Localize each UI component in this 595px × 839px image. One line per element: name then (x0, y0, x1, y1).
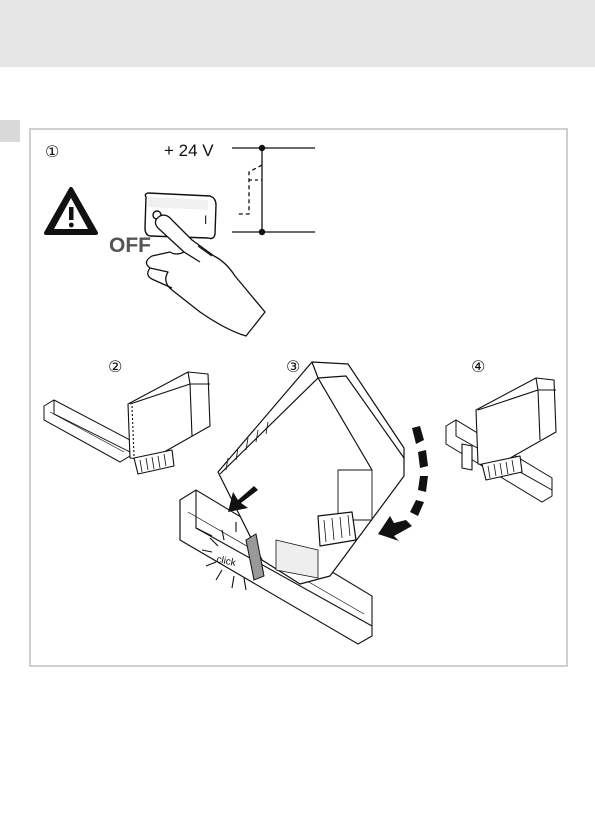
switch-on-mark: I (204, 213, 207, 227)
step-3-number: ③ (286, 357, 300, 376)
supply-voltage-label: + 24 V (164, 141, 214, 160)
junction-dot-bottom (259, 229, 265, 235)
warning-triangle-icon (46, 189, 96, 233)
step-2-rail (44, 400, 130, 462)
switch-off-label: OFF (109, 234, 151, 257)
step-4-module (462, 378, 556, 480)
supply-wiring (232, 148, 315, 232)
step-2-module (128, 372, 210, 474)
step-2-number: ② (108, 357, 122, 376)
step-4-number: ④ (471, 357, 485, 376)
junction-dot-top (259, 145, 265, 151)
step-1-number: ① (45, 142, 59, 161)
